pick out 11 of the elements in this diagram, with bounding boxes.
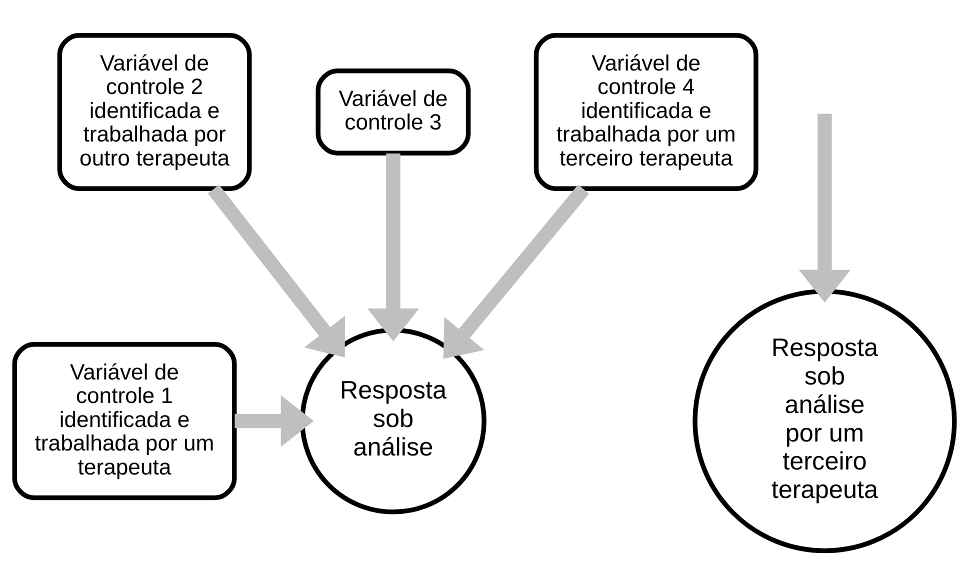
arrow	[234, 395, 314, 447]
node-circle: Resposta sob análise por um terceiro terapeuta	[692, 288, 957, 554]
arrow	[208, 184, 346, 358]
node-box: Variável de controle 3	[316, 68, 471, 156]
node-box: Variável de controle 2 identificada e trabalhada por outro terapeuta	[57, 32, 252, 191]
arrow	[443, 184, 590, 359]
node-box: Variável de controle 1 identificada e trabalhada por um terapeuta	[12, 342, 237, 500]
node-box: Variável de controle 4 identificada e trabalhada por um terceiro terapeuta	[534, 32, 758, 191]
arrow	[798, 114, 851, 303]
arrow	[367, 154, 420, 342]
node-circle: Resposta sob análise	[300, 328, 486, 514]
